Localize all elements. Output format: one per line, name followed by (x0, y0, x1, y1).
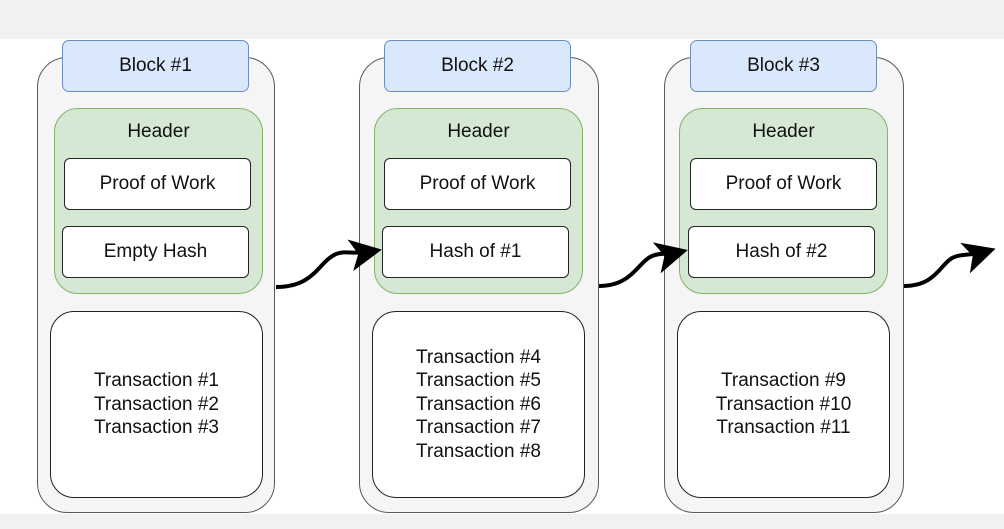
block-3-proof-of-work: Proof of Work (690, 158, 877, 210)
transaction-line: Transaction #1 (94, 370, 219, 392)
block-3-transactions: Transaction #9 Transaction #10 Transacti… (677, 311, 890, 498)
transaction-line: Transaction #10 (715, 393, 852, 415)
block-1-transactions: Transaction #1 Transaction #2 Transactio… (50, 311, 263, 498)
block-1-title: Block #1 (62, 40, 249, 92)
transaction-line: Transaction #7 (416, 417, 541, 439)
transaction-line: Transaction #3 (94, 417, 219, 439)
block-2-title: Block #2 (384, 40, 571, 92)
block-2-header-label: Header (447, 121, 510, 142)
block-3-header-label: Header (752, 121, 815, 142)
transaction-line: Transaction #9 (721, 370, 846, 392)
block-2-transactions: Transaction #4 Transaction #5 Transactio… (372, 311, 585, 498)
block-3-hash: Hash of #2 (688, 226, 875, 278)
block-2-proof-of-work: Proof of Work (384, 158, 571, 210)
transaction-line: Transaction #11 (716, 417, 851, 439)
transaction-line: Transaction #2 (94, 393, 219, 415)
transaction-line: Transaction #6 (416, 393, 541, 415)
block-3-title: Block #3 (690, 40, 877, 92)
transaction-line: Transaction #5 (416, 370, 541, 392)
block-1-proof-of-work: Proof of Work (64, 158, 251, 210)
block-2-hash: Hash of #1 (382, 226, 569, 278)
transaction-line: Transaction #4 (416, 346, 541, 368)
block-1-header-label: Header (127, 121, 190, 142)
transaction-line: Transaction #8 (416, 440, 541, 462)
block-1-hash: Empty Hash (62, 226, 249, 278)
